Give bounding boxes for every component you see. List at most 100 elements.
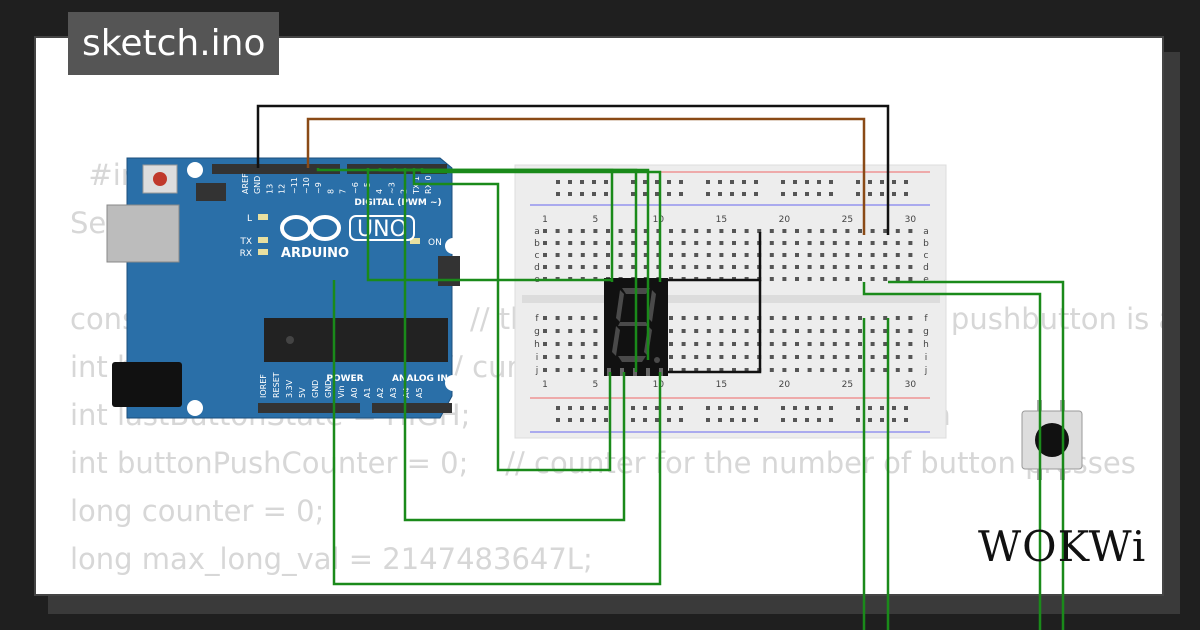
row-letter: e	[923, 275, 929, 285]
row-letter: g	[923, 327, 929, 337]
sketch-filename-tab[interactable]: sketch.ino	[68, 12, 280, 75]
reset-button-cap[interactable]	[153, 172, 167, 186]
row-letter: a	[534, 227, 540, 237]
usb-port	[106, 204, 180, 263]
row-letter: j	[535, 366, 539, 376]
column-number: 25	[842, 380, 853, 390]
row-letter: d	[534, 263, 540, 273]
bottom-pin-label: 3.3V	[285, 379, 294, 398]
bottom-pin-label: GND	[311, 380, 320, 398]
analog-label: ANALOG IN	[392, 374, 448, 384]
row-letter: h	[923, 340, 929, 350]
power-header[interactable]	[258, 403, 360, 413]
wire-pin10-brown	[306, 117, 866, 235]
row-letter: h	[534, 340, 540, 350]
led-label-on: ON	[428, 238, 442, 248]
column-number: 15	[716, 215, 727, 225]
top-pin-label: ~3	[387, 182, 396, 194]
wire-seg-b	[366, 168, 612, 282]
bottom-pin-label: RESET	[272, 372, 281, 398]
row-letter: i	[536, 353, 539, 363]
analog-header[interactable]	[372, 403, 452, 413]
pushbutton-cap[interactable]	[1035, 423, 1069, 457]
column-number: 10	[653, 215, 665, 225]
led-label-tx: TX	[239, 237, 252, 247]
column-number: 25	[842, 215, 853, 225]
pushbutton[interactable]	[1021, 400, 1083, 480]
top-pin-label: GND	[253, 176, 262, 194]
bottom-pin-label: A2	[376, 387, 385, 398]
wires[interactable]	[256, 104, 1065, 630]
column-number: 15	[716, 380, 727, 390]
wire-seg-g	[378, 168, 650, 360]
top-pin-label: 12	[278, 184, 287, 194]
arduino-logo-icon	[280, 215, 415, 241]
top-pin-label: 13	[265, 184, 274, 194]
bottom-pin-label: A4	[402, 387, 411, 398]
bottom-pin-labels: IOREF RESET 3.3V 5V GND GND Vin A0 A1 A2 A3 A4 A5	[259, 372, 424, 398]
power-jack	[112, 362, 182, 407]
wire-button-b	[888, 280, 1065, 630]
bottom-pin-label: A0	[350, 387, 359, 398]
wire-seg-d	[403, 168, 626, 522]
row-letter: b	[923, 239, 929, 249]
row-letter: i	[925, 353, 928, 363]
top-pin-label: ~10	[302, 177, 311, 194]
row-letter: g	[534, 327, 540, 337]
code-line: long max_long_val = 2147483647L;	[70, 542, 593, 576]
row-letter: c	[924, 251, 929, 261]
top-pin-label: ~6	[351, 182, 360, 194]
top-pin-label: AREF	[241, 173, 250, 194]
top-pin-label: TX 1	[412, 176, 421, 195]
code-line: long counter = 0;	[70, 494, 325, 528]
digital-label: DIGITAL (PWM ~)	[354, 198, 441, 208]
column-number: 5	[593, 380, 599, 390]
board-model: UNO	[357, 217, 407, 242]
row-letter: c	[535, 251, 540, 261]
wire-seg-c	[332, 280, 662, 586]
column-number: 1	[542, 380, 548, 390]
column-number: 10	[653, 380, 665, 390]
bottom-pin-label: A1	[363, 387, 372, 398]
wire-button-a	[862, 282, 1042, 630]
segments	[612, 288, 660, 363]
column-number: 30	[905, 215, 917, 225]
column-number: 20	[779, 380, 791, 390]
bottom-pin-label: Vin	[337, 385, 346, 398]
wire-seg-f	[412, 168, 612, 472]
column-number: 20	[779, 215, 791, 225]
top-pin-label: ~9	[314, 182, 323, 194]
row-letter: f	[535, 314, 539, 324]
column-number: 30	[905, 380, 917, 390]
bottom-pin-label: GND	[324, 380, 333, 398]
bottom-pin-label: A5	[415, 387, 424, 398]
led-label-rx: RX	[240, 249, 252, 259]
row-letter: f	[924, 314, 928, 324]
code-line: int buttonPushCounter = 0; // counter fo…	[70, 446, 1136, 480]
arduino-uno-board[interactable]: UNO ARDUINO DIGITAL (PWM ~) POWER ANALOG…	[106, 157, 461, 419]
board-brand: ARDUINO	[281, 246, 349, 261]
digital-header-left[interactable]	[212, 164, 340, 174]
wokwi-logo: WOKWi	[978, 522, 1147, 571]
wire-pin2-green	[420, 168, 662, 282]
wire-gnd-black	[256, 104, 890, 235]
top-pin-label: 4	[375, 189, 384, 194]
column-number: 1	[542, 215, 548, 225]
bottom-pin-label: A3	[389, 387, 398, 398]
atmega-chip	[264, 318, 448, 362]
power-label: POWER	[326, 374, 363, 384]
top-pin-label: 7	[339, 189, 348, 194]
top-pin-label: 8	[326, 189, 335, 194]
column-number: 5	[593, 215, 599, 225]
bottom-pin-label: IOREF	[259, 374, 268, 398]
row-letter: d	[923, 263, 929, 273]
row-letter: b	[534, 239, 540, 249]
row-letter: j	[924, 366, 928, 376]
bottom-pin-label: 5V	[298, 387, 307, 398]
row-letter: a	[923, 227, 929, 237]
